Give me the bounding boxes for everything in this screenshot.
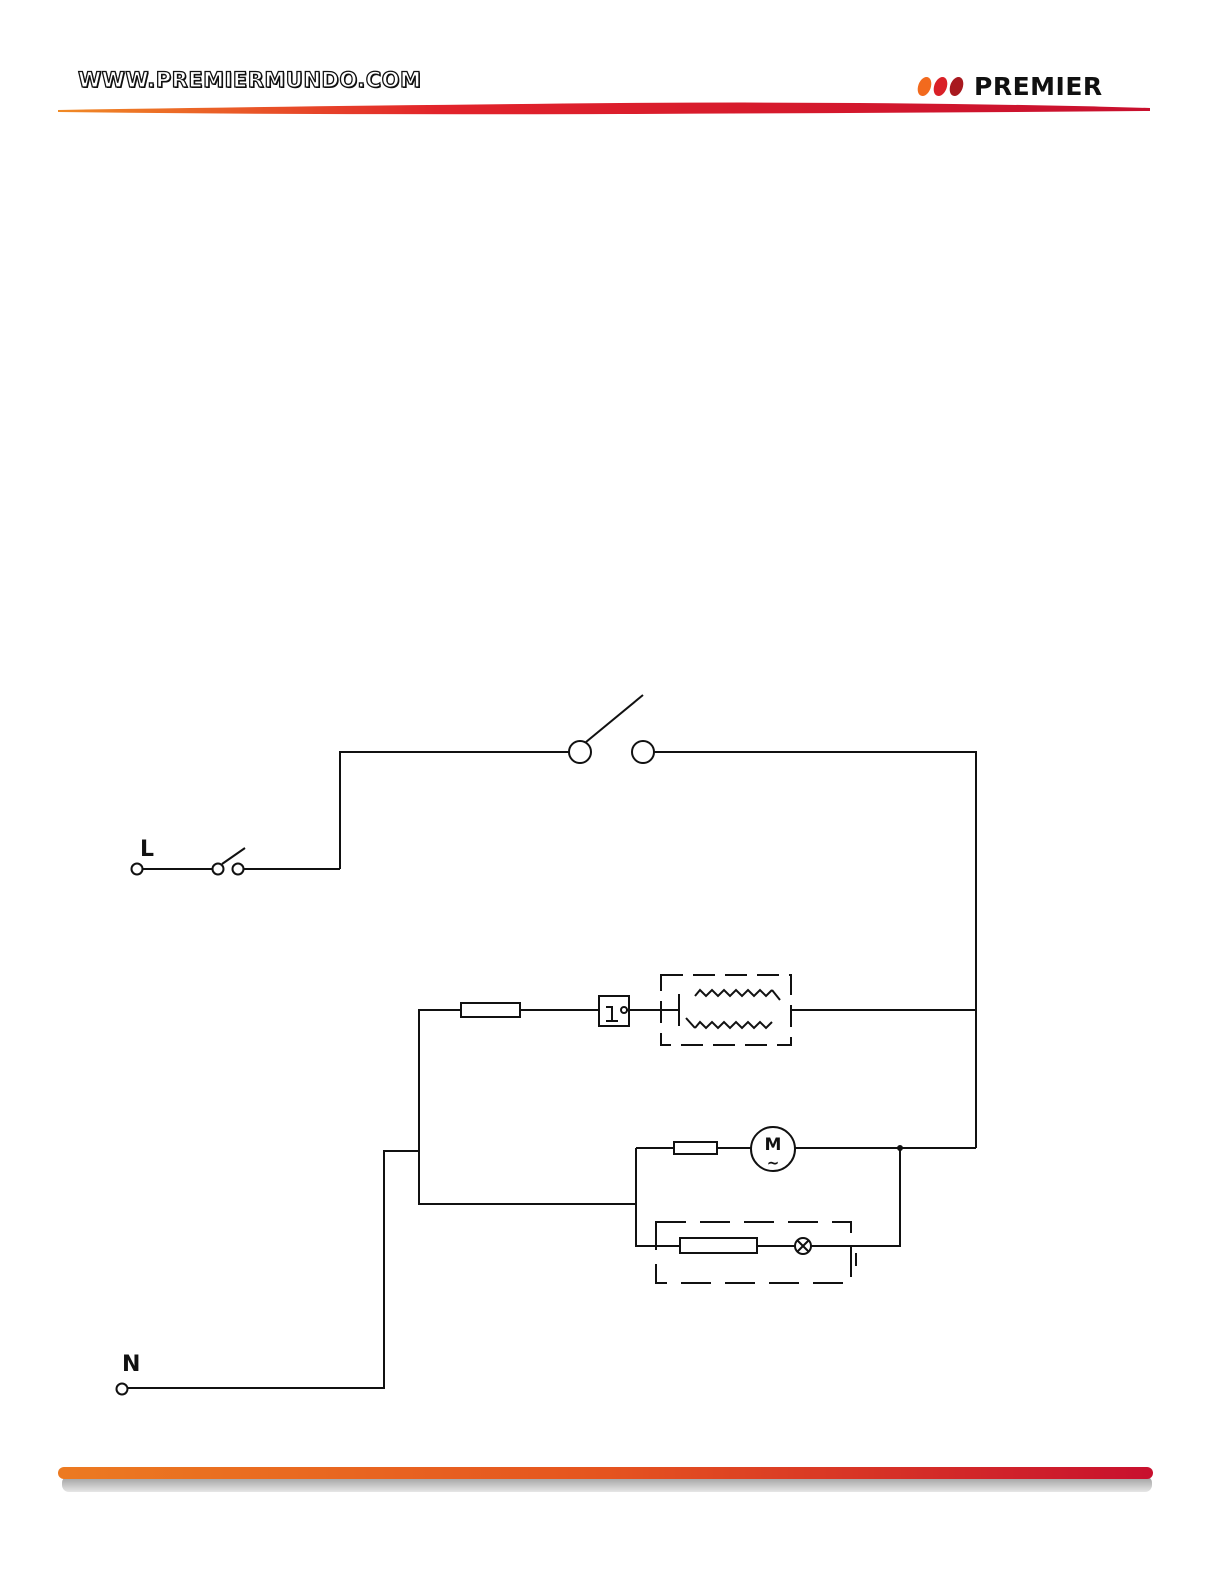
heater-element-icon bbox=[695, 1022, 772, 1028]
terminal-n-label: N bbox=[122, 1352, 140, 1377]
terminal-l-label: L bbox=[140, 837, 154, 862]
door-switch-contact bbox=[233, 864, 244, 875]
motor-label: M bbox=[765, 1135, 782, 1155]
wire bbox=[636, 1148, 680, 1246]
main-switch-contact bbox=[569, 741, 591, 763]
motor-tilde: ~ bbox=[767, 1154, 780, 1172]
thermostat-contact bbox=[606, 1007, 612, 1021]
heater-lead bbox=[686, 1018, 695, 1028]
main-switch-contact bbox=[632, 741, 654, 763]
heater-fuse-icon bbox=[461, 1003, 520, 1017]
motor-fuse-icon bbox=[674, 1142, 717, 1154]
main-switch-blade bbox=[586, 695, 643, 742]
door-switch-contact bbox=[213, 864, 224, 875]
thermostat-terminal bbox=[621, 1007, 627, 1013]
terminal-n-icon bbox=[117, 1384, 128, 1395]
heater-lead bbox=[772, 990, 780, 1000]
heater-enclosure bbox=[661, 975, 791, 1045]
lamp-resistor-icon bbox=[680, 1238, 757, 1253]
wire bbox=[340, 752, 569, 869]
terminal-l-icon bbox=[132, 864, 143, 875]
door-switch-blade bbox=[222, 848, 245, 864]
footer-bar bbox=[58, 1467, 1153, 1479]
junction-dot bbox=[897, 1145, 903, 1151]
wire bbox=[850, 1148, 900, 1246]
wire bbox=[127, 1151, 419, 1388]
wire bbox=[419, 1010, 636, 1204]
wire bbox=[654, 752, 976, 1148]
heater-element-icon bbox=[695, 990, 772, 996]
header-swoosh bbox=[58, 103, 1150, 115]
